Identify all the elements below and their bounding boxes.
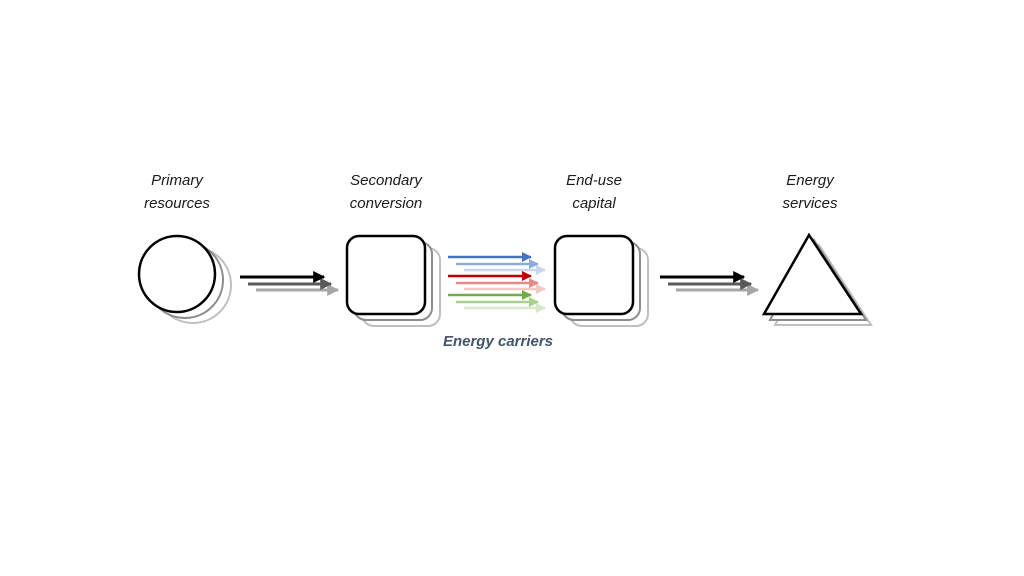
energy-carriers-label: Energy carriers bbox=[442, 333, 554, 350]
label-end-use-capital: End-use capital bbox=[566, 169, 622, 215]
end-use-capital-shape bbox=[553, 234, 649, 327]
label-secondary-conversion-line2: conversion bbox=[349, 195, 423, 212]
label-secondary-conversion: Secondary conversion bbox=[350, 169, 423, 215]
label-secondary-conversion-line1: Secondary bbox=[350, 172, 422, 189]
label-energy-services-line2: services bbox=[782, 195, 838, 212]
label-primary-resources: Primary resources bbox=[144, 169, 210, 215]
secondary-conversion-shape bbox=[345, 234, 441, 327]
primary-resources-shape bbox=[137, 234, 232, 324]
label-primary-resources-line2: resources bbox=[144, 195, 210, 212]
arrow-primary-to-secondary bbox=[240, 271, 340, 296]
label-end-use-capital-line1: End-use bbox=[566, 172, 622, 189]
energy-carrier-arrows bbox=[448, 252, 546, 313]
arrow-capital-to-services bbox=[660, 271, 760, 296]
energy-services-shape bbox=[761, 232, 873, 326]
label-energy-services-line1: Energy bbox=[786, 172, 834, 189]
label-energy-services: Energy services bbox=[782, 169, 837, 215]
label-primary-resources-line1: Primary bbox=[151, 172, 203, 189]
label-end-use-capital-line2: capital bbox=[572, 195, 616, 212]
